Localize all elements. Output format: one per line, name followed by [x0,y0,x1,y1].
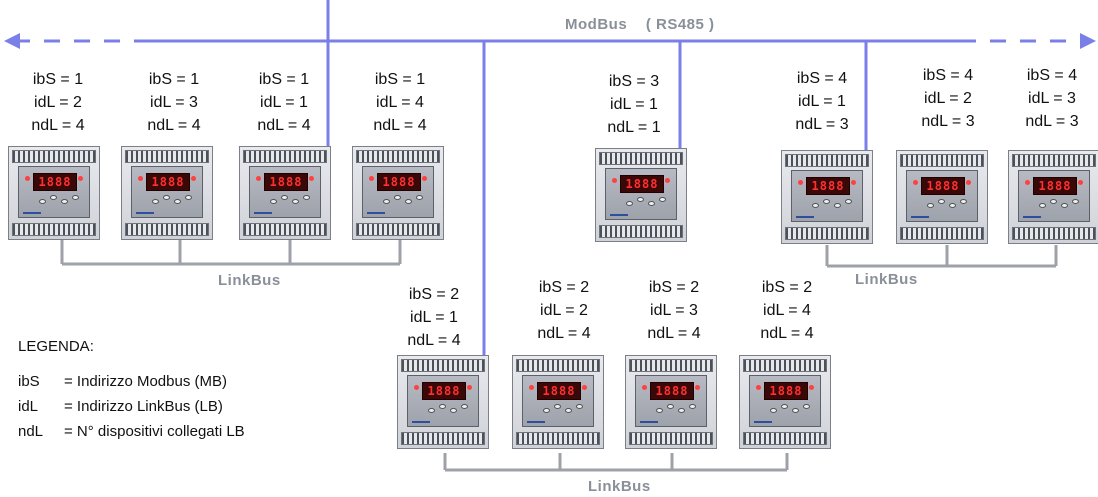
legend-key: ibS [18,373,40,390]
legend-desc: = Indirizzo Modbus (MB) [64,373,227,390]
legend-title: LEGENDA: [18,338,94,355]
device-display: 1888 [33,173,77,191]
device-display: 1888 [537,382,581,400]
linkbus-label-3: LinkBus [588,478,651,495]
device-display: 1888 [764,382,808,400]
device-display: 1888 [146,173,190,191]
legend-item: idL = Indirizzo LinkBus (LB) [18,394,245,419]
device-module: 1888 [8,146,100,240]
modbus-label: ModBus ( RS485 ) [565,16,715,33]
device-display: 1888 [650,382,694,400]
modbus-protocol: ( RS485 ) [645,16,715,33]
device-module: 1888 [397,355,489,449]
device-module: 1888 [595,148,687,242]
device-module: 1888 [896,150,988,244]
device-module: 1888 [239,146,331,240]
device-display: 1888 [806,177,850,195]
device-module: 1888 [781,150,873,244]
linkbus-label-1: LinkBus [218,272,281,289]
device-module: 1888 [121,146,213,240]
device-display: 1888 [377,173,421,191]
linkbus-wire-1 [60,240,402,266]
linkbus-label-2: LinkBus [855,271,918,288]
device-display: 1888 [620,175,664,193]
legend-desc: = Indirizzo LinkBus (LB) [64,398,223,415]
legend-item: ndL = N° dispositivi collegati LB [18,419,245,444]
device-module: 1888 [352,146,444,240]
device-display: 1888 [921,177,965,195]
legend-key: ndL [18,423,44,440]
device-module: 1888 [512,355,604,449]
legend: LEGENDA: ibS = Indirizzo Modbus (MB) idL =… [18,338,245,444]
legend-key: idL [18,398,39,415]
arrow-left-icon [4,33,20,49]
device-display: 1888 [1033,177,1077,195]
device-module: 1888 [625,355,717,449]
arrow-right-icon [1080,33,1096,49]
device-module: 1888 [739,355,831,449]
device-display: 1888 [264,173,308,191]
linkbus-wire-4 [825,245,1058,268]
device-display: 1888 [422,382,466,400]
modbus-name: ModBus [565,16,628,33]
legend-item: ibS = Indirizzo Modbus (MB) [18,369,245,394]
device-module: 1888 [1008,150,1098,244]
legend-desc: = N° dispositivi collegati LB [64,423,245,440]
linkbus-wire-2 [443,453,789,472]
